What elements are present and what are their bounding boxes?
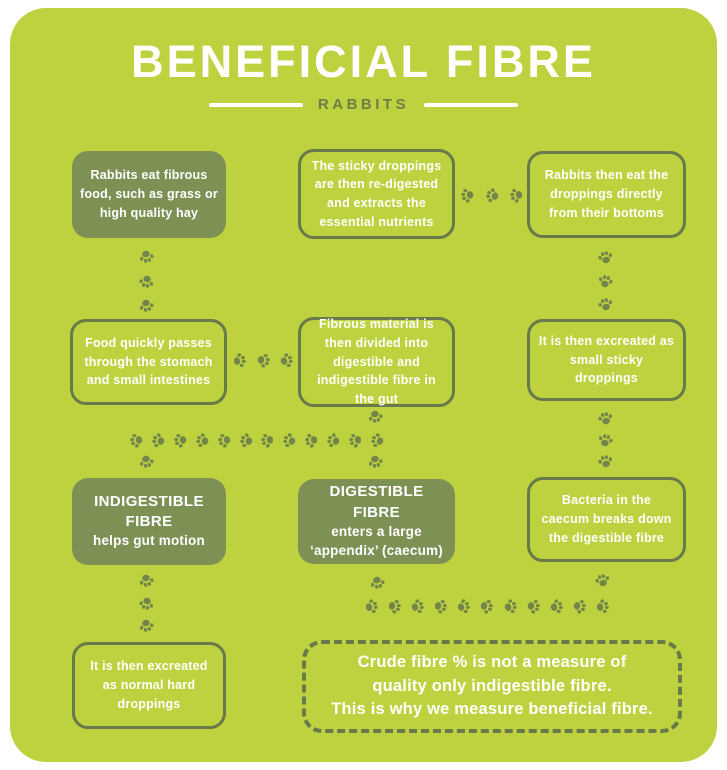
- subtitle-line-right: [424, 102, 519, 107]
- paw-trail-eatdroppings-to-redigested: [459, 185, 525, 205]
- paw-print-icon: [546, 596, 567, 617]
- paw-print-icon: [367, 572, 388, 593]
- flow-box-eat-droppings: Rabbits then eat the droppings directly …: [527, 151, 686, 238]
- paw-print-icon: [253, 350, 274, 371]
- paw-print-icon: [136, 570, 157, 591]
- paw-trail-divided-split-horizontal: [128, 430, 386, 450]
- note-box-crude-fibre: Crude fibre % is not a measure of qualit…: [302, 640, 682, 733]
- flow-box-stomach: Food quickly passes through the stomach …: [70, 319, 227, 405]
- paw-print-icon: [276, 350, 297, 371]
- paw-print-icon: [500, 596, 521, 617]
- flow-box-eat-food: Rabbits eat fibrous food, such as grass …: [72, 151, 226, 238]
- flow-box-indigestible-title: INDIGESTIBLE FIBRE: [94, 492, 204, 531]
- paw-print-icon: [595, 408, 616, 429]
- paw-print-icon: [323, 430, 344, 451]
- paw-print-icon: [367, 430, 388, 451]
- paw-print-icon: [136, 593, 157, 614]
- paw-print-icon: [365, 451, 386, 472]
- paw-print-icon: [430, 596, 451, 617]
- flow-box-digestible: DIGESTIBLE FIBRE enters a large ‘appendi…: [298, 479, 455, 564]
- paw-print-icon: [345, 430, 366, 451]
- paw-trail-sticky-to-eatdroppings: [595, 249, 615, 313]
- paw-print-icon: [365, 406, 386, 427]
- paw-print-icon: [595, 247, 616, 268]
- flow-box-hard-droppings: It is then excreated as normal hard drop…: [72, 642, 226, 729]
- paw-print-icon: [592, 596, 613, 617]
- flow-box-digestible-title: DIGESTIBLE FIBRE: [329, 483, 424, 521]
- subtitle-row: RABBITS: [10, 96, 717, 113]
- paw-print-icon: [407, 596, 428, 617]
- subtitle: RABBITS: [317, 96, 410, 113]
- paw-trail-digestible-down-stub: [367, 574, 387, 594]
- paw-print-icon: [170, 430, 191, 451]
- paw-trail-to-indigestible-stub: [136, 453, 156, 473]
- paw-print-icon: [595, 271, 616, 292]
- paw-trail-divided-down-stub: [365, 408, 385, 428]
- paw-print-icon: [506, 185, 527, 206]
- flow-box-indigestible: INDIGESTIBLE FIBRE helps gut motion: [72, 478, 226, 565]
- paw-print-icon: [192, 430, 213, 451]
- paw-print-icon: [236, 430, 257, 451]
- flow-box-redigested: The sticky droppings are then re-digeste…: [298, 149, 455, 239]
- paw-print-icon: [280, 430, 301, 451]
- paw-trail-up-to-bacteria-stub: [592, 572, 612, 592]
- paw-trail-indigestible-to-hard: [136, 572, 156, 634]
- paw-print-icon: [136, 295, 157, 316]
- paw-print-icon: [477, 596, 498, 617]
- paw-print-icon: [384, 596, 405, 617]
- paw-print-icon: [136, 615, 157, 636]
- paw-print-icon: [595, 294, 616, 315]
- note-line-2: quality only indigestible fibre.: [372, 676, 612, 695]
- paw-trail-bacteria-to-sticky: [595, 410, 615, 470]
- paw-print-icon: [301, 430, 322, 451]
- paw-print-icon: [214, 430, 235, 451]
- note-line-3: This is why we measure beneficial fibre.: [331, 700, 653, 719]
- flow-box-sticky-droppings: It is then excreated as small sticky dro…: [527, 319, 686, 401]
- paw-print-icon: [569, 596, 590, 617]
- flow-box-indigestible-subtext: helps gut motion: [93, 533, 205, 549]
- paw-trail-eatfood-to-stomach: [136, 248, 156, 314]
- paw-print-icon: [126, 430, 147, 451]
- paw-trail-stomach-to-divided: [231, 350, 295, 370]
- flow-box-divided: Fibrous material is then divided into di…: [298, 317, 455, 407]
- paw-print-icon: [136, 246, 157, 267]
- paw-print-icon: [258, 430, 279, 451]
- paw-print-icon: [229, 350, 250, 371]
- paw-print-icon: [148, 430, 169, 451]
- paw-print-icon: [457, 185, 478, 206]
- paw-print-icon: [136, 451, 157, 472]
- subtitle-line-left: [208, 102, 303, 107]
- paw-print-icon: [595, 430, 616, 451]
- page-title: BENEFICIAL FIBRE: [131, 36, 596, 87]
- green-panel: BENEFICIAL FIBRE RABBITS Rabbits eat fib…: [10, 8, 717, 762]
- paw-print-icon: [454, 596, 475, 617]
- note-line-1: Crude fibre % is not a measure of: [357, 653, 627, 672]
- paw-print-icon: [523, 596, 544, 617]
- paw-trail-to-digestible-stub: [365, 453, 385, 473]
- paw-print-icon: [595, 451, 616, 472]
- paw-print-icon: [136, 271, 157, 292]
- paw-trail-digestible-to-bacteria-horizontal: [363, 596, 611, 616]
- paw-print-icon: [482, 185, 503, 206]
- flow-box-digestible-subtext: enters a large ‘appendix’ (caecum): [310, 523, 443, 558]
- paw-print-icon: [592, 570, 613, 591]
- flow-box-bacteria: Bacteria in the caecum breaks down the d…: [527, 477, 686, 562]
- paw-print-icon: [361, 596, 382, 617]
